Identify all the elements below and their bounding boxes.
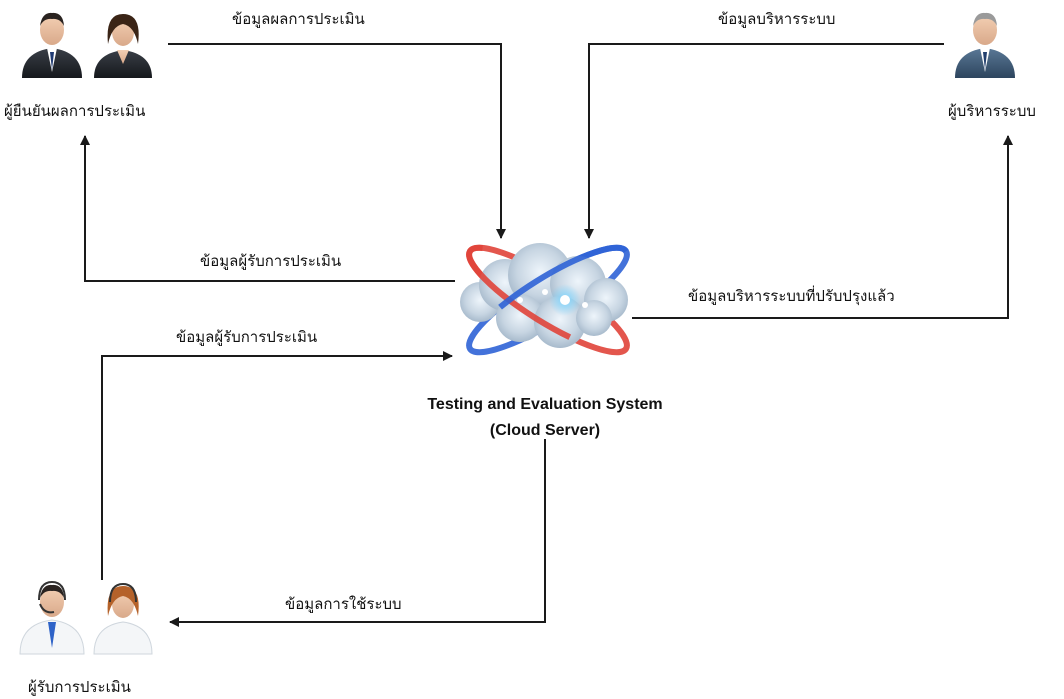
assessee-label: ผู้รับการประเมิน [28, 678, 131, 696]
flow-label-verifier-to-system: ข้อมูลผลการประเมิน [232, 10, 365, 28]
admin-label: ผู้บริหารระบบ [948, 102, 1036, 120]
system-title: Testing and Evaluation System [427, 396, 663, 413]
flow-assessee-to-system [101, 351, 453, 580]
businessman-icon [955, 12, 1015, 78]
flow-label-system-to-assessee: ข้อมูลการใช้ระบบ [285, 595, 402, 613]
verifier-label: ผู้ยืนยันผลการประเมิน [4, 102, 146, 120]
flow-system-to-verifier [80, 135, 455, 282]
business-people-icon [22, 12, 152, 78]
flow-label-admin-to-system: ข้อมูลบริหารระบบ [718, 10, 836, 28]
flow-label-system-to-verifier: ข้อมูลผู้รับการประเมิน [200, 252, 342, 270]
cloud-server-icon [460, 243, 630, 356]
flow-label-assessee-to-system: ข้อมูลผู้รับการประเมิน [176, 328, 318, 346]
flow-system-to-assessee [169, 439, 546, 627]
call-center-people-icon [19, 580, 153, 655]
flow-system-to-admin [632, 135, 1013, 319]
flow-label-system-to-admin: ข้อมูลบริหารระบบที่ปรับปรุงแล้ว [688, 287, 895, 305]
flow-admin-to-system [584, 43, 944, 239]
flow-verifier-to-system [168, 43, 506, 239]
system-subtitle: (Cloud Server) [489, 422, 601, 439]
